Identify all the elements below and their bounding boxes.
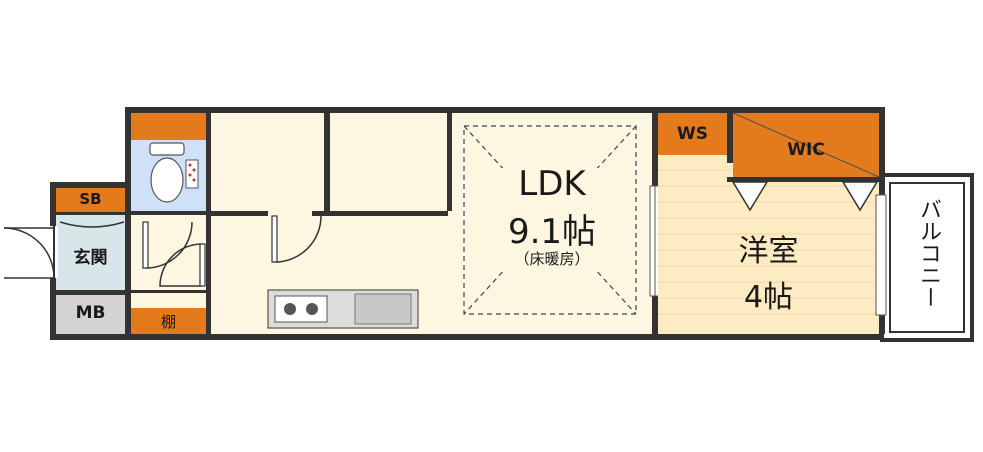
mb-box: [56, 295, 125, 334]
sb-label: SB: [79, 190, 102, 208]
toilet-panel: [185, 159, 199, 189]
hallway-floor: [131, 215, 206, 290]
balcony-label: バルコニー: [916, 198, 941, 308]
ldk-note-label: （床暖房）: [514, 250, 590, 268]
ldk-size-label: 9.1帖: [507, 212, 597, 252]
wic-door-right: [841, 181, 879, 212]
toilet-tank: [149, 142, 185, 156]
hall-door-swing-2: [159, 243, 203, 287]
ldk-wall-stub: [208, 211, 448, 216]
yoshitsu-name-label: 洋室: [738, 234, 799, 269]
ws-closet: [658, 113, 727, 155]
genkan-label: 玄関: [73, 248, 108, 268]
sink: [354, 293, 412, 325]
stove: [274, 295, 328, 323]
ldk-name-label: LDK: [518, 164, 586, 204]
toilet-bowl: [150, 157, 184, 203]
wic-door-left: [731, 181, 769, 212]
mb-label: MB: [75, 303, 106, 323]
wic-label: WIC: [787, 140, 825, 160]
sb-storage: [56, 188, 125, 212]
ws-label: WS: [677, 124, 708, 144]
hall-door-swing: [145, 221, 193, 269]
balcony-outline: [880, 173, 974, 342]
balcony-inner-line: [889, 182, 965, 333]
entrance-door-swing: [3, 227, 55, 279]
yoshitsu-size-label: 4帖: [743, 280, 794, 315]
washroom-door-swing: [274, 215, 322, 263]
tana-label: 棚: [160, 313, 176, 331]
floor-heating-area: [463, 125, 637, 315]
balcony-window: [875, 194, 887, 316]
